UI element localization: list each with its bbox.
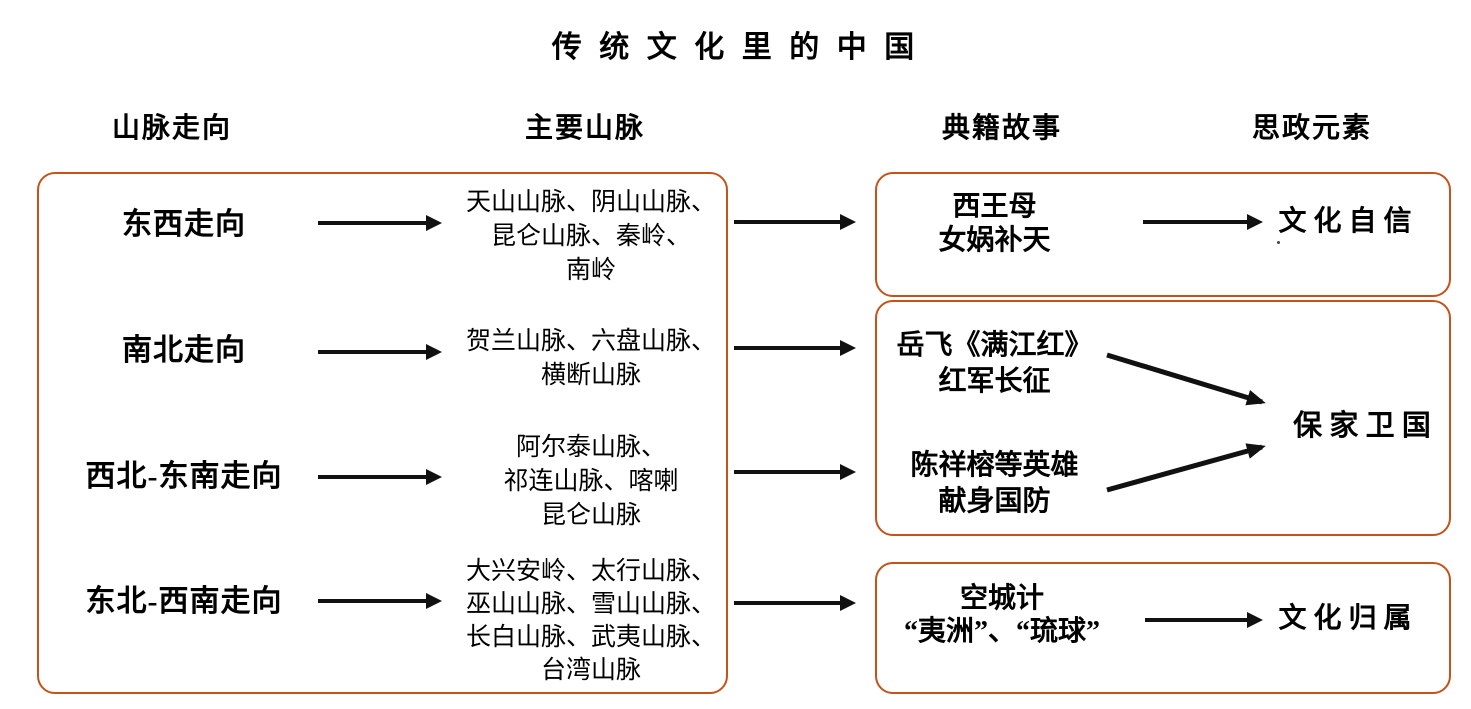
orientation-label-ne-sw: 东北-西南走向 [85, 585, 283, 618]
arrow-story-to-element-1 [1143, 220, 1247, 224]
ranges-north-south: 贺兰山脉、六盘山脉、 横断山脉 [465, 328, 716, 389]
connector-arrow-row4 [734, 601, 840, 605]
page-title: 传 统 文 化 里 的 中 国 [551, 31, 920, 64]
element-culture-belonging: 文 化 归 属 [1278, 603, 1412, 634]
connector-arrow-row1 [734, 220, 840, 224]
arrow-east-west-to-ranges [318, 221, 426, 225]
arrow-ne-sw-to-ranges [318, 599, 426, 603]
story-box-defend-homeland: 岳飞《满江红》 红军长征 陈祥榕等英雄 献身国防 保 家 卫 国 [875, 300, 1451, 536]
orientation-label-north-south: 南北走向 [122, 334, 246, 367]
header-classic-stories: 典籍故事 [941, 113, 1062, 144]
element-defend-homeland: 保 家 卫 国 [1293, 410, 1431, 442]
story-text-kongchengji: 空城计 “夷洲”、“琉球” [903, 583, 1100, 647]
orientation-label-east-west: 东西走向 [122, 208, 246, 241]
story-text-yuefei: 岳飞《满江红》 红军长征 [896, 330, 1093, 397]
converging-arrows [1106, 352, 1266, 493]
arrow-north-south-to-ranges [318, 350, 426, 354]
story-text-chenxiangrong: 陈祥榕等英雄 献身国防 [910, 450, 1079, 517]
header-mountain-orientation: 山脉走向 [111, 113, 232, 144]
stray-dot [1277, 241, 1280, 244]
story-box-culture-confidence: 西王母 女娲补天 文 化 自 信 [875, 172, 1451, 297]
arrow-chenxiangrong-to-element [1106, 443, 1266, 493]
orientation-label-nw-se: 西北-东南走向 [85, 460, 283, 493]
ranges-east-west: 天山山脉、阴山山脉、 昆仑山脉、秦岭、 南岭 [465, 189, 716, 284]
ranges-nw-se: 阿尔泰山脉、 祁连山脉、喀喇 昆仑山脉 [503, 434, 679, 529]
header-main-ranges: 主要山脉 [524, 113, 645, 144]
arrow-nw-se-to-ranges [318, 475, 426, 479]
mountain-orientation-box: 东西走向 天山山脉、阴山山脉、 昆仑山脉、秦岭、 南岭 南北走向 贺兰山脉、六盘… [37, 172, 728, 694]
arrow-story-to-element-3 [1145, 618, 1247, 622]
element-culture-confidence: 文 化 自 信 [1278, 206, 1412, 237]
ranges-ne-sw: 大兴安岭、太行山脉、 巫山山脉、雪山山脉、 长白山脉、武夷山脉、 台湾山脉 [465, 558, 716, 684]
story-box-culture-belonging: 空城计 “夷洲”、“琉球” 文 化 归 属 [875, 562, 1451, 694]
arrow-yuefei-to-element [1106, 352, 1266, 406]
story-text-xiwangmu: 西王母 女娲补天 [938, 191, 1051, 256]
connector-arrow-row3 [734, 470, 840, 474]
header-ideological-elements: 思政元素 [1251, 113, 1372, 144]
connector-arrow-row2 [734, 346, 840, 350]
